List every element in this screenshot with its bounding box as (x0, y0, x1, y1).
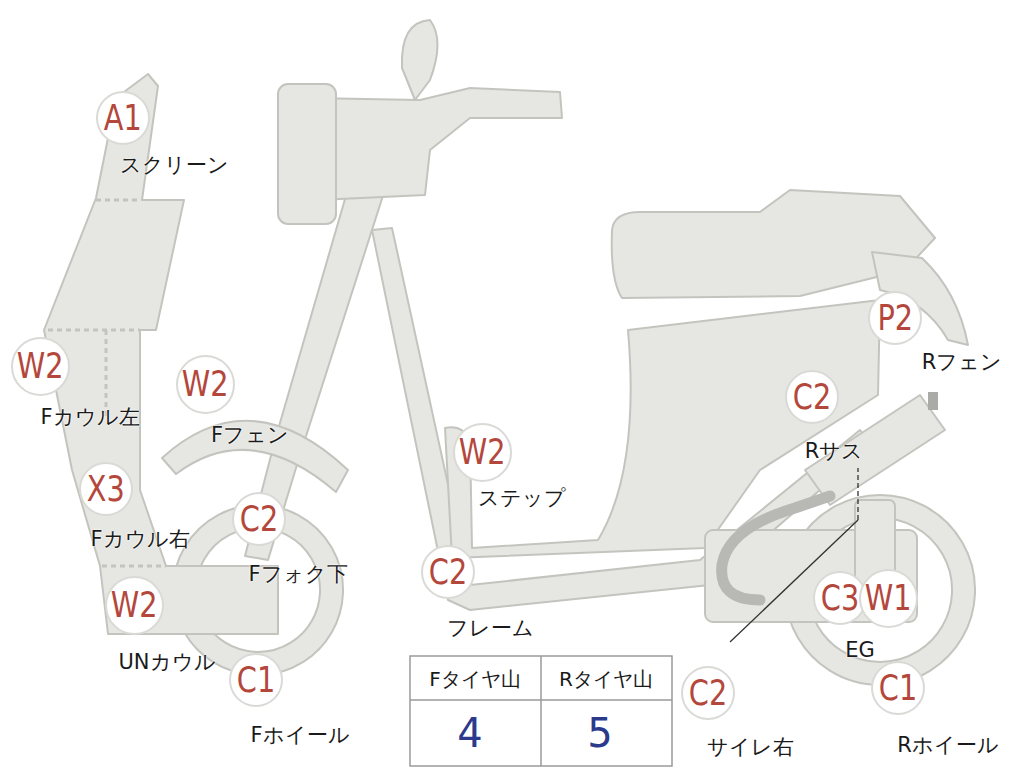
damage-code: A1 (104, 100, 142, 136)
part-name: Fフォク下 (248, 563, 347, 586)
damage-callout: C2Fフォク下 (232, 492, 286, 546)
damage-code: W2 (111, 587, 158, 623)
damage-code: W1 (865, 580, 912, 616)
damage-callout: C2サイレ右 (681, 666, 735, 720)
damage-callout: A1スクリーン (96, 91, 150, 145)
part-name: Fフェン (211, 424, 289, 447)
damage-code: C2 (793, 379, 831, 415)
front-cowl (44, 74, 278, 634)
front-fender (162, 421, 348, 492)
part-name: Fホイール (250, 724, 349, 747)
rear-wheel (785, 495, 975, 685)
headlight (278, 84, 336, 224)
damage-callout: P2Rフェン (868, 291, 922, 345)
part-name: UNカウル (118, 651, 215, 674)
damage-callout: W2ステップ (453, 423, 512, 482)
part-name: Fカウル左 (40, 406, 139, 429)
table-header: Fタイヤ山 (429, 669, 521, 689)
damage-code: W2 (459, 434, 506, 470)
damage-code: W2 (17, 348, 64, 384)
tread-depth-value: 4 (457, 713, 482, 753)
leader-line (857, 468, 858, 520)
damage-callout: C2Rサス (785, 370, 839, 424)
table-header: Rタイヤ山 (559, 669, 653, 689)
handlebar-body (310, 88, 562, 200)
damage-code: P2 (877, 300, 913, 336)
damage-code: C1 (237, 662, 275, 698)
mirror (402, 20, 438, 100)
damage-code: W2 (182, 366, 229, 402)
part-name: ステップ (478, 487, 566, 510)
damage-code: C2 (429, 554, 467, 590)
damage-code: C2 (689, 675, 727, 711)
damage-callout: W1 (859, 569, 918, 628)
tire-table (410, 656, 672, 766)
damage-callout: X3Fカウル右 (79, 462, 133, 516)
exhaust-pipe (722, 496, 830, 600)
tread-depth-value: 5 (587, 713, 612, 753)
part-name: Fカウル右 (90, 528, 189, 551)
damage-code: C2 (240, 501, 278, 537)
part-name: Rフェン (922, 351, 1003, 374)
cowl-division (96, 199, 140, 202)
damage-callout: W2Fカウル左 (11, 337, 70, 396)
cowl-division (48, 329, 140, 332)
damage-callout: W2UNカウル (105, 576, 164, 635)
body-panel (445, 300, 880, 558)
damage-callout: C1Rホイール (871, 661, 925, 715)
part-name: Rサス (805, 440, 864, 463)
table-rule (540, 656, 542, 766)
grip-end (928, 392, 938, 410)
damage-code: X3 (87, 471, 125, 507)
damage-code: C1 (879, 670, 917, 706)
part-name: Rホイール (897, 734, 999, 757)
part-name: スクリーン (120, 154, 229, 177)
damage-code: C3 (821, 580, 859, 616)
damage-callout: C2フレーム (421, 545, 475, 599)
part-name: サイレ右 (707, 736, 794, 759)
damage-callout: C1Fホイール (229, 653, 283, 707)
part-name: フレーム (447, 617, 534, 640)
damage-callout: W2Fフェン (176, 355, 235, 414)
part-name: EG (845, 639, 875, 662)
cowl-division (102, 565, 166, 568)
